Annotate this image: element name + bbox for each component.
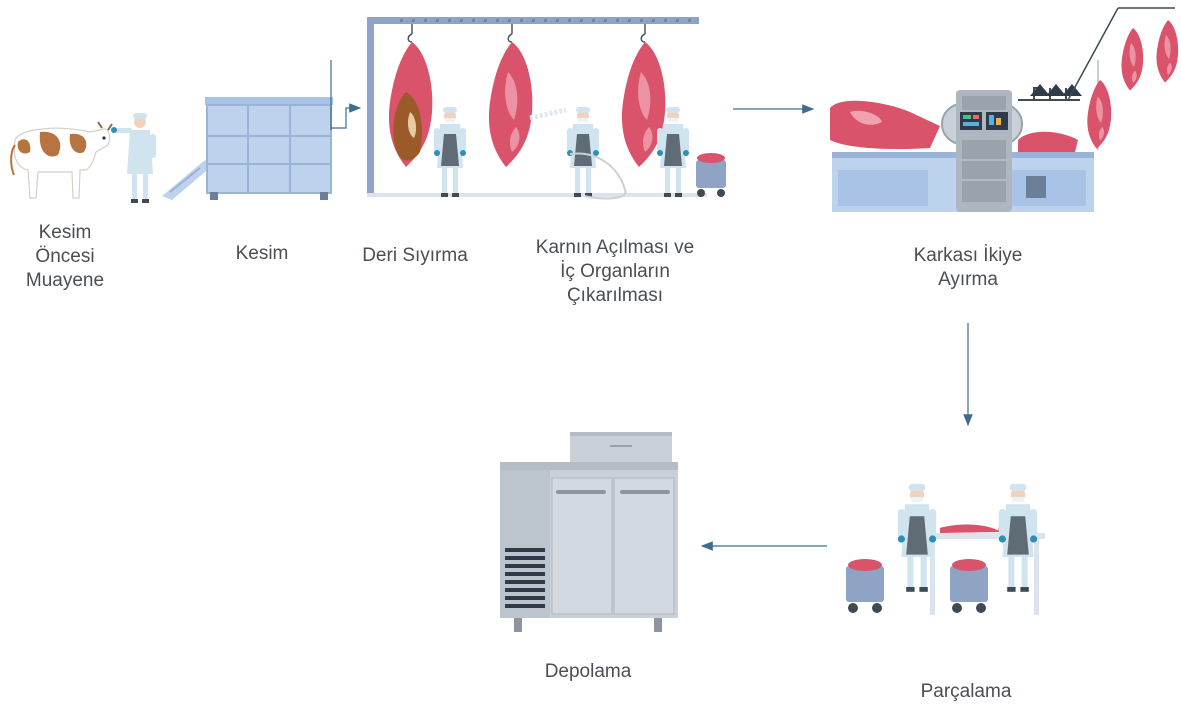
slaughter-box-illustration — [162, 60, 362, 200]
step-label-pre-slaughter-inspection: Kesim Öncesi Muayene — [25, 222, 105, 291]
carcass-splitting-machine-illustration — [830, 7, 1179, 212]
cutting-worker-right-icon — [998, 483, 1038, 592]
step-label-skinning: Deri Sıyırma — [362, 245, 468, 266]
step-label-slaughter: Kesim — [235, 243, 289, 264]
cow-icon — [10, 121, 113, 199]
meat-cart-right-icon — [950, 559, 988, 613]
step-label-cutting: Parçalama — [920, 681, 1012, 702]
washing-worker-icon — [567, 107, 599, 197]
step-label-carcass-splitting: Karkası İkiye Ayırma — [913, 245, 1023, 290]
inspector-worker-icon — [111, 113, 156, 203]
carcass-rail-line-illustration — [367, 17, 726, 200]
meat-cart-left-icon — [846, 559, 884, 613]
step-label-evisceration: Karnın Açılması ve İç Organların Çıkarıl… — [535, 237, 695, 306]
cold-storage-cabinet-illustration — [500, 432, 678, 632]
cutting-table-illustration — [846, 483, 1045, 615]
skinning-worker-icon — [434, 107, 466, 197]
pre-slaughter-inspection-illustration — [10, 113, 156, 203]
organ-cart-icon — [696, 153, 726, 197]
step-label-storage: Depolama — [544, 661, 632, 682]
